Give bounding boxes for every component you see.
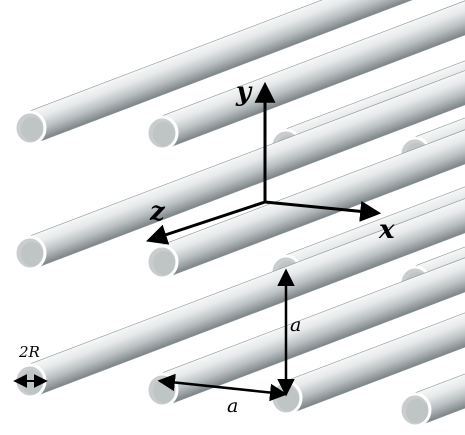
vertical-spacing-label: a [290,314,301,336]
rod [13,70,465,271]
horizontal-spacing-label: a [227,395,238,417]
rod-array [13,0,465,428]
rod [145,129,465,280]
rod-end-cap-shade [406,399,428,423]
lattice-dimensions: a a 2R [13,268,301,417]
rod [398,373,465,428]
horizontal-spacing-arrow [157,373,288,402]
z-axis-label: z [149,197,166,227]
z-axis-line [146,200,266,245]
rod [13,0,413,146]
coordinate-axes: y x z [146,77,395,245]
rod-end-cap-shade [153,251,175,275]
rod-end-cap-shade [153,122,175,146]
rod-end-cap-shade [277,387,299,411]
rod-end-cap-shade [21,242,43,266]
rod-end-cap-shade [21,117,43,141]
diameter-label: 2R [18,343,40,361]
rod [145,0,465,151]
y-axis-label: y [235,77,253,107]
x-axis-label: x [378,215,395,245]
x-axis-line [264,200,382,222]
